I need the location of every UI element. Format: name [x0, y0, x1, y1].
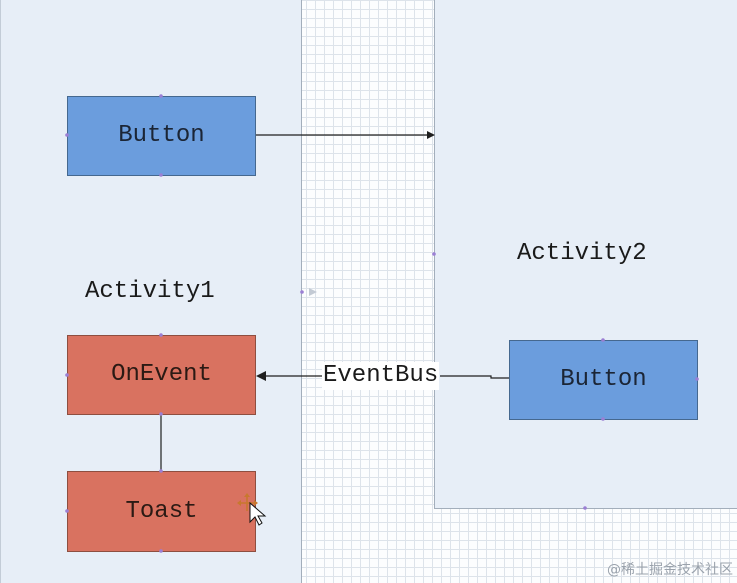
- watermark: @稀土掘金技术社区: [607, 562, 733, 578]
- activity2-container[interactable]: [434, 0, 737, 509]
- arrowhead-into-activity2: [427, 131, 435, 139]
- activity2-title: Activity2: [517, 240, 647, 267]
- onevent-label: OnEvent: [111, 361, 212, 388]
- connection-point[interactable]: [601, 338, 605, 342]
- connection-point[interactable]: [583, 506, 587, 510]
- arrowhead-into-onevent: [256, 371, 266, 381]
- connection-point[interactable]: [159, 469, 163, 473]
- connection-point[interactable]: [601, 417, 605, 421]
- toast-label: Toast: [125, 497, 198, 525]
- connection-point[interactable]: [300, 290, 304, 294]
- activity1-button-label: Button: [118, 122, 205, 149]
- eventbus-connector-label: EventBus: [322, 362, 440, 390]
- activity2-button-shape[interactable]: Button: [509, 340, 698, 420]
- connection-point[interactable]: [159, 173, 163, 177]
- connection-point[interactable]: [159, 549, 163, 553]
- connection-point[interactable]: [695, 377, 699, 381]
- connection-point[interactable]: [159, 333, 163, 337]
- activity1-title: Activity1: [85, 278, 215, 305]
- connection-point[interactable]: [159, 412, 163, 416]
- move-cursor-icon: [237, 493, 267, 526]
- connection-point[interactable]: [159, 94, 163, 98]
- connection-point[interactable]: [65, 373, 69, 377]
- onevent-shape[interactable]: OnEvent: [67, 335, 256, 415]
- activity2-button-label: Button: [560, 366, 647, 393]
- connection-point[interactable]: [432, 252, 436, 256]
- connection-point[interactable]: [65, 509, 69, 513]
- eventbus-connector-right[interactable]: [440, 375, 509, 379]
- expand-arrow-icon[interactable]: [309, 288, 317, 296]
- connection-point[interactable]: [65, 133, 69, 137]
